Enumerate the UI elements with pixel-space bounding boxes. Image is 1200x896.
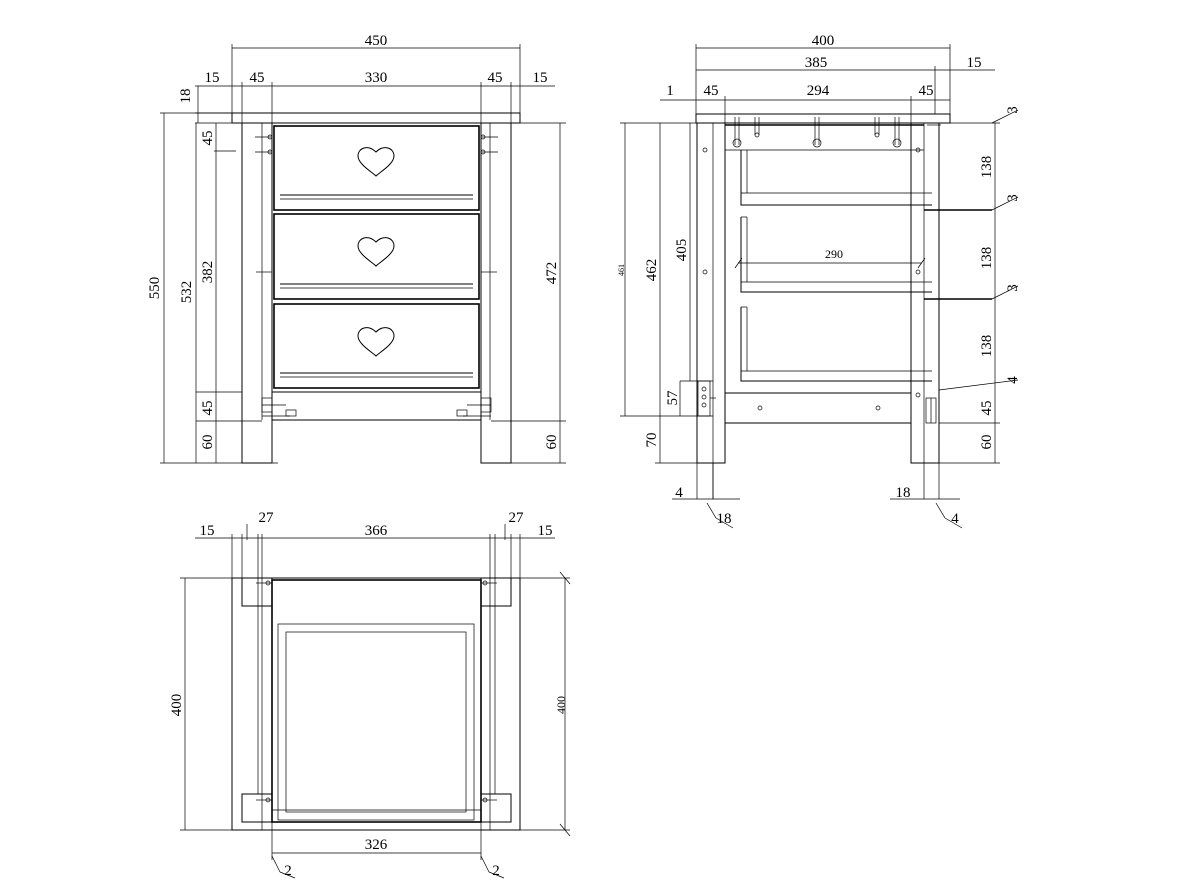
side-drawer-3: [740, 306, 932, 382]
dim-top-depth-left: 400: [169, 694, 185, 717]
dim-gap-4: 4: [1005, 376, 1021, 384]
bottom-rail: [271, 391, 482, 421]
dim-top-thickness: 18: [178, 89, 194, 104]
dim-top-left-edge: 15: [200, 523, 215, 539]
dim-body-405: 405: [674, 239, 690, 262]
dim-drawer-depth: 290: [825, 247, 843, 261]
dim-leg-right-gap: 4: [951, 511, 959, 527]
dim-total-depth: 400: [812, 33, 835, 49]
dim-depth-less-overhang: 385: [805, 55, 828, 71]
dim-drawer-zone: 382: [200, 261, 216, 284]
side-back-leg: [910, 122, 940, 464]
top-dimension-labels: 15 27 366 27 15 400 400 326 2 2: [169, 510, 568, 879]
dim-bottom-45: 45: [979, 401, 995, 416]
dim-drawer-3: 138: [979, 335, 995, 358]
drawer-2: [273, 213, 480, 300]
dim-gap: 1: [666, 83, 674, 99]
dim-top-left-leg: 27: [259, 510, 275, 526]
front-dimension-labels: 450 15 45 330 45 15 18 45 382 550 532 45…: [147, 33, 560, 450]
dim-top-clearance-left: 2: [284, 863, 292, 879]
dim-leg-left-gap: 4: [675, 485, 683, 501]
side-front-leg: [696, 122, 726, 464]
dim-gap-top: 3: [1005, 106, 1021, 114]
dim-foot-left: 60: [200, 435, 216, 450]
dim-drawer-1: 138: [979, 156, 995, 179]
dim-leg-right-thickness: 18: [896, 485, 911, 501]
dim-body-462: 462: [644, 259, 660, 282]
drawer-1: [273, 125, 480, 211]
dim-side-height: 472: [544, 262, 560, 285]
dim-bottom-rail: 45: [200, 401, 216, 416]
dim-foot-60: 60: [979, 435, 995, 450]
dim-top-rail: 45: [200, 131, 216, 146]
dim-total-width: 450: [365, 33, 388, 49]
dim-inner-depth: 294: [807, 83, 830, 99]
dim-inner: 330: [365, 70, 388, 86]
dim-body-height: 532: [179, 281, 195, 304]
dim-left-edge: 15: [205, 70, 220, 86]
dim-left-leg: 45: [250, 70, 265, 86]
top-board: [231, 112, 521, 124]
dim-leg-left-thickness: 18: [717, 511, 732, 527]
dim-drawer-2: 138: [979, 247, 995, 270]
drawer-3: [273, 303, 480, 389]
dim-overhang: 15: [967, 55, 982, 71]
dim-back-leg: 45: [919, 83, 934, 99]
dim-top-clearance-right: 2: [492, 863, 500, 879]
side-dimension-labels: 400 385 15 1 45 294 45 290 461 462 405 5…: [617, 33, 1021, 527]
dim-body-461: 461: [617, 264, 626, 276]
dim-bottom-57: 57: [665, 390, 681, 406]
dim-top-inner: 366: [365, 523, 388, 539]
dim-top-depth-right: 400: [554, 696, 568, 714]
side-drawer-1: [740, 150, 992, 211]
top-view: 15 27 366 27 15 400 400 326 2 2: [169, 510, 571, 879]
front-view: 450 15 45 330 45 15 18 45 382 550 532 45…: [147, 33, 566, 464]
dim-foot-70: 70: [644, 433, 660, 448]
dim-right-leg: 45: [488, 70, 503, 86]
dim-total-height: 550: [147, 277, 163, 300]
dim-gap-3: 3: [1005, 284, 1021, 292]
dim-foot-right: 60: [544, 435, 560, 450]
dim-top-drawer-width: 326: [365, 837, 388, 853]
top-outline: [231, 577, 521, 831]
dim-front-leg: 45: [704, 83, 719, 99]
dim-top-right-edge: 15: [538, 523, 553, 539]
dim-top-right-leg: 27: [509, 510, 525, 526]
side-view: 400 385 15 1 45 294 45 290 461 462 405 5…: [617, 33, 1021, 529]
dim-gap-2: 3: [1005, 194, 1021, 202]
dim-right-edge: 15: [533, 70, 548, 86]
top-drawer-outline: [271, 579, 482, 823]
side-drawer-2: [740, 216, 992, 300]
side-top-board: [695, 113, 951, 124]
